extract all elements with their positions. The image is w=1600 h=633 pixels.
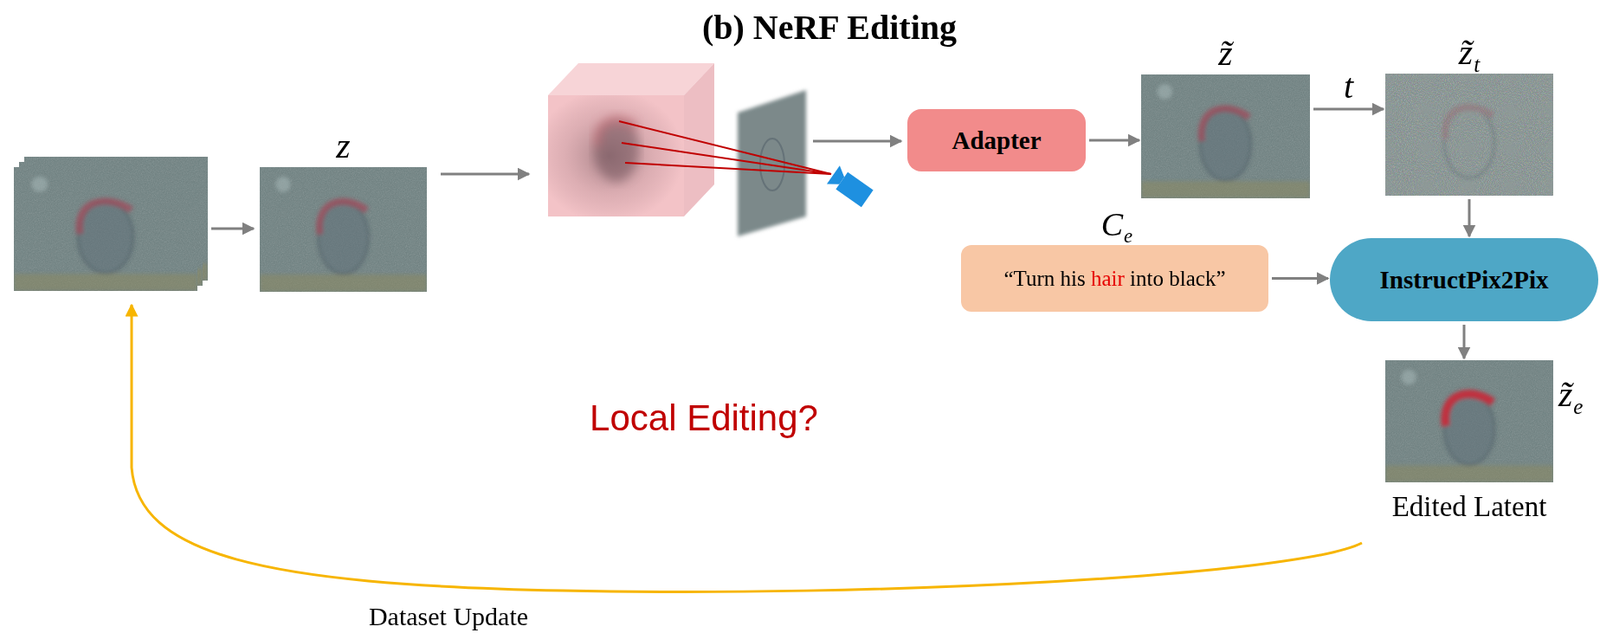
box-text: Adapter (951, 126, 1041, 155)
symbol-text: z (335, 125, 350, 166)
prompt-line: “Turn hishairinto black” (1003, 266, 1226, 291)
image-label: z̃ (1218, 32, 1233, 73)
noisy-latent-image: z̃t (1385, 73, 1554, 196)
caption-text: Edited Latent (1392, 490, 1548, 523)
question-note: Local Editing? (589, 398, 819, 439)
symbol-text: z̃ (1558, 374, 1573, 414)
arrow-caption-text: Dataset Update (368, 601, 529, 631)
box-text: InstructPix2Pix (1380, 265, 1549, 295)
arrow-connector (1468, 199, 1471, 237)
subscript-text: e (1573, 394, 1583, 420)
subscript-text: e (1123, 225, 1133, 247)
prompt-text: into black” (1129, 266, 1226, 291)
symbol-text: z̃ (1218, 32, 1233, 73)
symbol-text: z̃ (1458, 32, 1473, 72)
diagram-title: (b) NeRF Editing (702, 8, 957, 47)
image-label: z̃t (1458, 32, 1480, 72)
arrow-connector (1313, 108, 1384, 111)
arrow-caption: Dataset Update (368, 601, 529, 631)
title-text: (b) NeRF Editing (702, 7, 957, 47)
highlight-word: hair (1090, 266, 1125, 291)
prompt-box: Ce“Turn hishairinto black” (961, 245, 1269, 312)
edited-latent-image: z̃eEdited Latent (1385, 360, 1554, 483)
edge-label: t (1343, 67, 1354, 106)
prompt-text: “Turn his (1003, 266, 1085, 291)
question-note-text: Local Editing? (589, 397, 819, 439)
adapter-box: Adapter (907, 109, 1086, 172)
image-label: z (335, 125, 350, 166)
edge-label-text: t (1343, 66, 1354, 106)
arrow-connector (1463, 324, 1466, 359)
condition-label: Ce (1101, 206, 1133, 244)
arrow-connector (1089, 139, 1140, 142)
arrow-connector (1271, 277, 1329, 280)
latent-image: z (259, 167, 427, 292)
image-label: z̃e (1558, 374, 1584, 414)
latent-image: z̃ (1141, 74, 1310, 199)
model-box: InstructPix2Pix (1329, 238, 1599, 322)
symbol-text: C (1101, 206, 1123, 243)
subscript-text: t (1473, 52, 1480, 78)
image-caption: Edited Latent (1392, 490, 1548, 523)
